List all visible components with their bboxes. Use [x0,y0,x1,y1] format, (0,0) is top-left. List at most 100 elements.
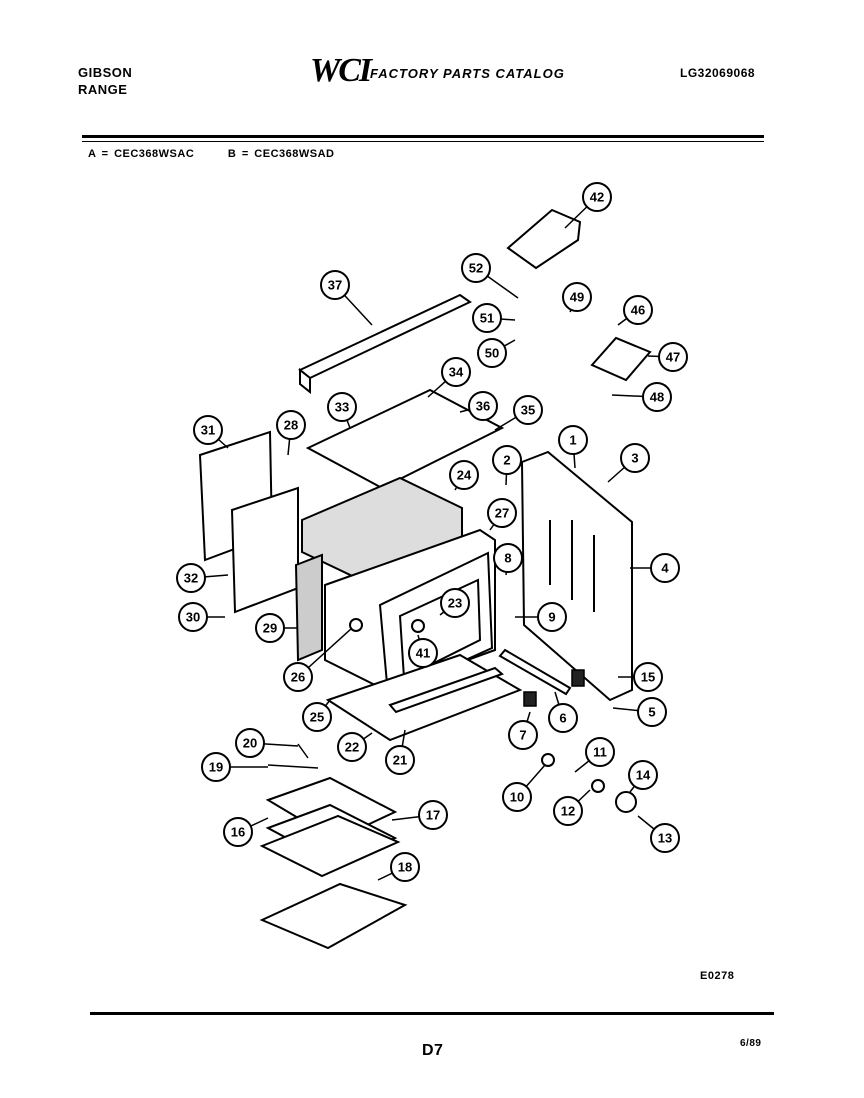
callout-label: 3 [631,451,638,466]
part-42-housing [506,208,582,270]
callout-circle [620,443,650,473]
part-18-rack-upper [259,814,401,878]
callout-circle [276,410,306,440]
callout-circle [193,415,223,445]
part-12-bulb [591,779,605,793]
model-legend: A = CEC368WSAC B = CEC368WSAD [88,148,363,160]
callout-28: 28 [276,410,306,456]
callout-label: 14 [636,768,651,783]
callout-14: 14 [628,760,658,793]
callout-label: 29 [263,621,277,636]
callout-circle [176,563,206,593]
callout-label: 49 [570,290,584,305]
part-10-knob [541,753,555,767]
callout-7: 7 [508,711,538,750]
callout-21: 21 [385,729,415,775]
callout-37: 37 [320,270,373,326]
callout-circle [223,817,253,847]
callout-8: 8 [493,543,523,576]
callout-circle [302,702,332,732]
callout-47: 47 [647,342,688,372]
callout-circle [178,602,208,632]
callout-circle [537,602,567,632]
part-7-switch [523,691,537,707]
callout-34: 34 [427,357,471,398]
footer-rule [90,1012,774,1015]
callout-label: 13 [658,831,672,846]
callout-circle [508,720,538,750]
callout-18: 18 [377,852,420,882]
callout-circle [562,282,592,312]
callout-label: 11 [593,745,607,760]
callout-23: 23 [439,588,470,618]
callout-label: 50 [485,346,499,361]
catalog-number: LG32069068 [680,66,756,80]
callout-label: 1 [569,433,576,448]
callout-circle [408,638,438,668]
callout-label: 22 [345,740,359,755]
callout-11: 11 [574,737,615,773]
callout-circle [337,732,367,762]
callout-circle [385,745,415,775]
callout-20: 20 [235,728,299,758]
callout-29: 29 [255,613,298,643]
part-26-plate [349,618,363,632]
part-14-light [615,791,637,813]
callout-label: 7 [519,728,526,743]
part-32-side [230,486,299,614]
callout-label: 36 [476,399,490,414]
callout-27: 27 [487,498,517,531]
callout-label: 5 [648,705,655,720]
callout-circle [558,425,588,455]
part-18-rack [259,882,408,950]
callout-circle [461,253,491,283]
part-29-insulation [294,553,323,662]
callout-30: 30 [178,602,225,632]
callout-52: 52 [461,253,519,299]
callout-35: 35 [494,395,543,431]
callout-label: 8 [504,551,511,566]
part-33-top [305,388,505,490]
callout-circle [201,752,231,782]
revision-date: 6/89 [740,1038,762,1049]
callout-26: 26 [283,627,353,692]
callout-label: 4 [661,561,669,576]
callout-circle [628,760,658,790]
header-rule-thick [82,135,764,138]
callout-31: 31 [193,415,229,449]
part-15-bracket [571,669,585,687]
part-20-pin [297,743,309,759]
callout-circle [418,800,448,830]
catalog-title: FACTORY PARTS CATALOG [370,66,565,81]
callout-label: 25 [310,710,324,725]
callout-label: 30 [186,610,200,625]
callout-circle [492,445,522,475]
callout-label: 48 [650,390,664,405]
callout-label: 41 [416,646,430,661]
callout-label: 26 [291,670,305,685]
callout-label: 6 [559,711,566,726]
callout-label: 15 [641,670,655,685]
brand-line-1: GIBSON [78,65,133,80]
callout-circle [642,382,672,412]
callout-label: 32 [184,571,198,586]
callout-label: 52 [469,261,483,276]
callout-label: 10 [510,790,524,805]
callout-label: 20 [243,736,257,751]
part-47-block [590,336,652,382]
brand-line-2: RANGE [78,82,128,97]
callout-13: 13 [637,815,680,853]
callout-9: 9 [515,602,567,632]
callout-circle [553,796,583,826]
callout-33: 33 [327,392,357,429]
callout-circle [472,303,502,333]
model-b: B = CEC368WSAD [227,148,335,160]
callout-48: 48 [611,382,672,412]
part-6-rail [498,648,572,696]
callout-circle [487,498,517,528]
part-41-fitting [411,619,425,633]
callout-2: 2 [492,445,522,486]
callout-circle [650,823,680,853]
callout-circle [468,391,498,421]
model-a: A = CEC368WSAC [88,148,195,160]
